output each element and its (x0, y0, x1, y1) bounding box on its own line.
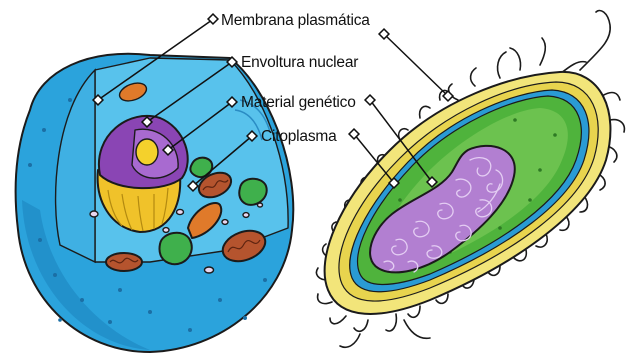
label-plasma-membrane: Membrana plasmática (221, 12, 370, 29)
nucleolus (136, 139, 158, 165)
chloroplast-green-1 (190, 158, 212, 177)
chloroplast-green-3 (160, 233, 192, 264)
bacterium (316, 11, 624, 348)
label-genetic-material: Material genético (241, 94, 356, 111)
chloroplast-green-2 (239, 179, 266, 205)
label-nuclear-envelope: Envoltura nuclear (241, 54, 358, 71)
leader-plasma-membrane-bacterium (384, 34, 448, 96)
mitochondrion-3 (106, 253, 142, 271)
label-cytoplasm: Citoplasma (261, 128, 337, 145)
